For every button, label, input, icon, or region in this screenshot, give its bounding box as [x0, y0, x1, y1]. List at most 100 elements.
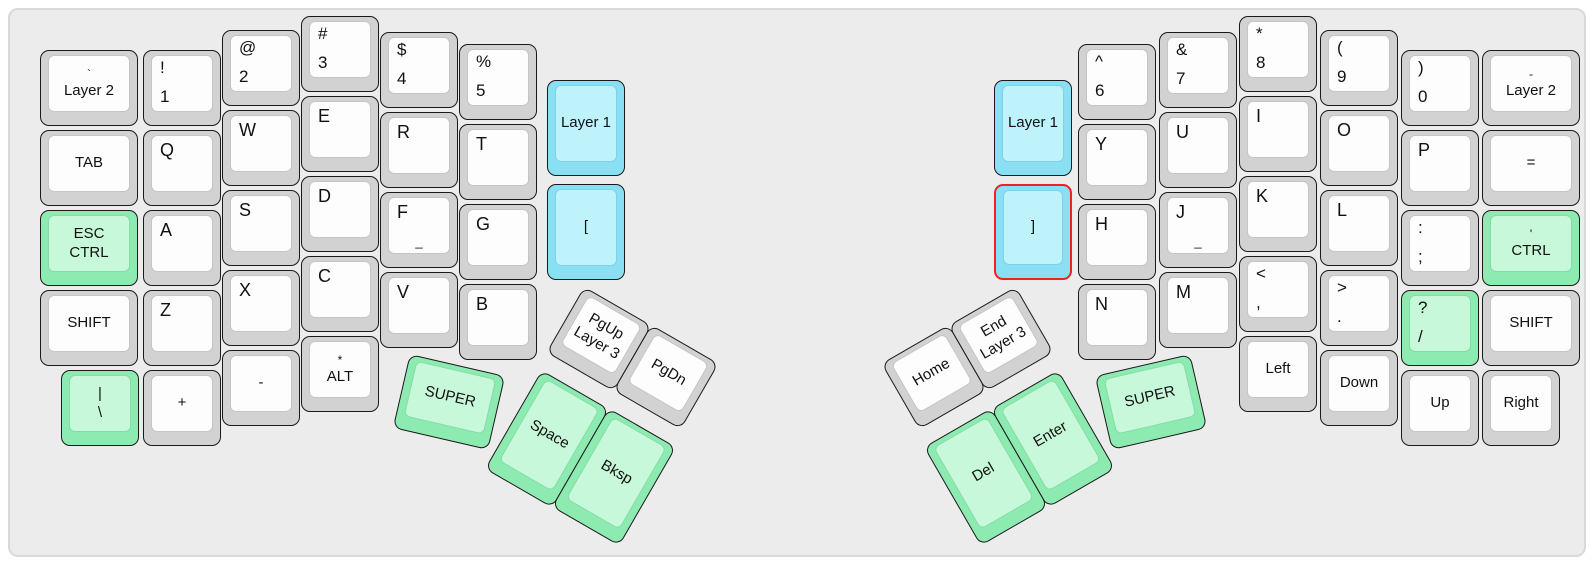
key-label: ESC — [73, 224, 105, 242]
key-label: SUPER — [1122, 382, 1177, 411]
keycap-top: Up — [1410, 376, 1470, 431]
keycap-top: E — [310, 102, 370, 157]
keycap-top: V — [389, 278, 449, 333]
key-8[interactable]: *8 — [1239, 16, 1317, 92]
key-label: Right — [1503, 394, 1539, 412]
key-f[interactable]: F_ — [380, 192, 458, 268]
key-tab[interactable]: TAB — [40, 130, 138, 206]
key-label: 9 — [1337, 67, 1347, 87]
keycap-top: L — [1329, 196, 1389, 251]
key-2[interactable]: @2 — [222, 30, 300, 106]
keycap-top: SHIFT — [1491, 296, 1571, 351]
key-super-left[interactable]: SUPER — [392, 353, 506, 451]
key-comma[interactable]: <, — [1239, 256, 1317, 332]
key-v[interactable]: V — [380, 272, 458, 348]
key-label: U — [1176, 122, 1189, 142]
key-5[interactable]: %5 — [459, 44, 537, 120]
keycap-top: !1 — [152, 56, 212, 111]
key-plus[interactable]: + — [143, 370, 221, 446]
key-label: ; — [1418, 247, 1423, 267]
key-h[interactable]: H — [1078, 204, 1156, 280]
key-label: Space — [526, 416, 573, 453]
key-label: ! — [160, 58, 165, 77]
key-n[interactable]: N — [1078, 284, 1156, 360]
key-label: Del — [969, 459, 998, 486]
key-i[interactable]: I — [1239, 96, 1317, 172]
key-j[interactable]: J_ — [1159, 192, 1237, 268]
key-r[interactable]: R — [380, 112, 458, 188]
key-asterisk-alt[interactable]: *ALT — [301, 336, 379, 412]
key-9[interactable]: (9 — [1320, 30, 1398, 106]
key-label: & — [1176, 40, 1188, 59]
keycap-top: >. — [1329, 276, 1389, 331]
keycap-top: U — [1168, 118, 1228, 173]
key-k[interactable]: K — [1239, 176, 1317, 252]
keycap-top: `Layer 2 — [49, 56, 129, 111]
key-left-bracket[interactable]: [ — [547, 184, 625, 280]
key-slash[interactable]: ?/ — [1401, 290, 1479, 366]
keycap-top: %5 — [468, 50, 528, 105]
key-y[interactable]: Y — [1078, 124, 1156, 200]
keycap-top: :; — [1410, 216, 1470, 271]
key-semicolon[interactable]: :; — [1401, 210, 1479, 286]
key-g[interactable]: G — [459, 204, 537, 280]
keycap-top: = — [1491, 136, 1571, 191]
key-l[interactable]: L — [1320, 190, 1398, 266]
key-z[interactable]: Z — [143, 290, 221, 366]
key-label: O — [1337, 120, 1352, 140]
key-right-bracket[interactable]: ] — [994, 184, 1072, 280]
key-3[interactable]: #3 — [301, 16, 379, 92]
key-grave-layer2[interactable]: `Layer 2 — [40, 50, 138, 126]
key-equals[interactable]: = — [1482, 130, 1580, 206]
key-pipe-backslash[interactable]: |\ — [61, 370, 139, 446]
key-shift-right[interactable]: SHIFT — [1482, 290, 1580, 366]
keycap-top: - — [231, 356, 291, 411]
key-0[interactable]: )0 — [1401, 50, 1479, 126]
key-w[interactable]: W — [222, 110, 300, 186]
key-t[interactable]: T — [459, 124, 537, 200]
key-7[interactable]: &7 — [1159, 32, 1237, 108]
keycap-top: W — [231, 116, 291, 171]
key-label: | — [98, 384, 102, 402]
key-period[interactable]: >. — [1320, 270, 1398, 346]
key-label: ALT — [326, 367, 354, 385]
key-u[interactable]: U — [1159, 112, 1237, 188]
key-p[interactable]: P — [1401, 130, 1479, 206]
key-s[interactable]: S — [222, 190, 300, 266]
key-quote-ctrl[interactable]: 'CTRL — [1482, 210, 1580, 286]
keycap-top: SHIFT — [49, 296, 129, 351]
key-d[interactable]: D — [301, 176, 379, 252]
keycap-top: 'CTRL — [1491, 216, 1571, 271]
key-a[interactable]: A — [143, 210, 221, 286]
key-up-arrow[interactable]: Up — [1401, 370, 1479, 446]
key-label: # — [318, 24, 328, 43]
keycap-top: C — [310, 262, 370, 317]
key-left-arrow[interactable]: Left — [1239, 336, 1317, 412]
keycap-top: N — [1087, 290, 1147, 345]
key-super-right[interactable]: SUPER — [1094, 353, 1208, 451]
key-x[interactable]: X — [222, 270, 300, 346]
key-q[interactable]: Q — [143, 130, 221, 206]
key-label: 0 — [1418, 87, 1428, 107]
key-c[interactable]: C — [301, 256, 379, 332]
keycap-top: J_ — [1168, 198, 1228, 253]
key-o[interactable]: O — [1320, 110, 1398, 186]
key-minus-layer2[interactable]: -Layer 2 — [1482, 50, 1580, 126]
key-6[interactable]: ^6 — [1078, 44, 1156, 120]
key-layer1-left[interactable]: Layer 1 — [547, 80, 625, 176]
key-down-arrow[interactable]: Down — [1320, 350, 1398, 426]
key-minus[interactable]: - — [222, 350, 300, 426]
key-shift-left[interactable]: SHIFT — [40, 290, 138, 366]
keycap-top: <, — [1248, 262, 1308, 317]
key-4[interactable]: $4 — [380, 32, 458, 108]
key-layer1-right[interactable]: Layer 1 — [994, 80, 1072, 176]
key-m[interactable]: M — [1159, 272, 1237, 348]
keycap-top: F_ — [389, 198, 449, 253]
key-right-arrow[interactable]: Right — [1482, 370, 1560, 446]
keycap-top: Y — [1087, 130, 1147, 185]
key-1[interactable]: !1 — [143, 50, 221, 126]
key-b[interactable]: B — [459, 284, 537, 360]
key-e[interactable]: E — [301, 96, 379, 172]
